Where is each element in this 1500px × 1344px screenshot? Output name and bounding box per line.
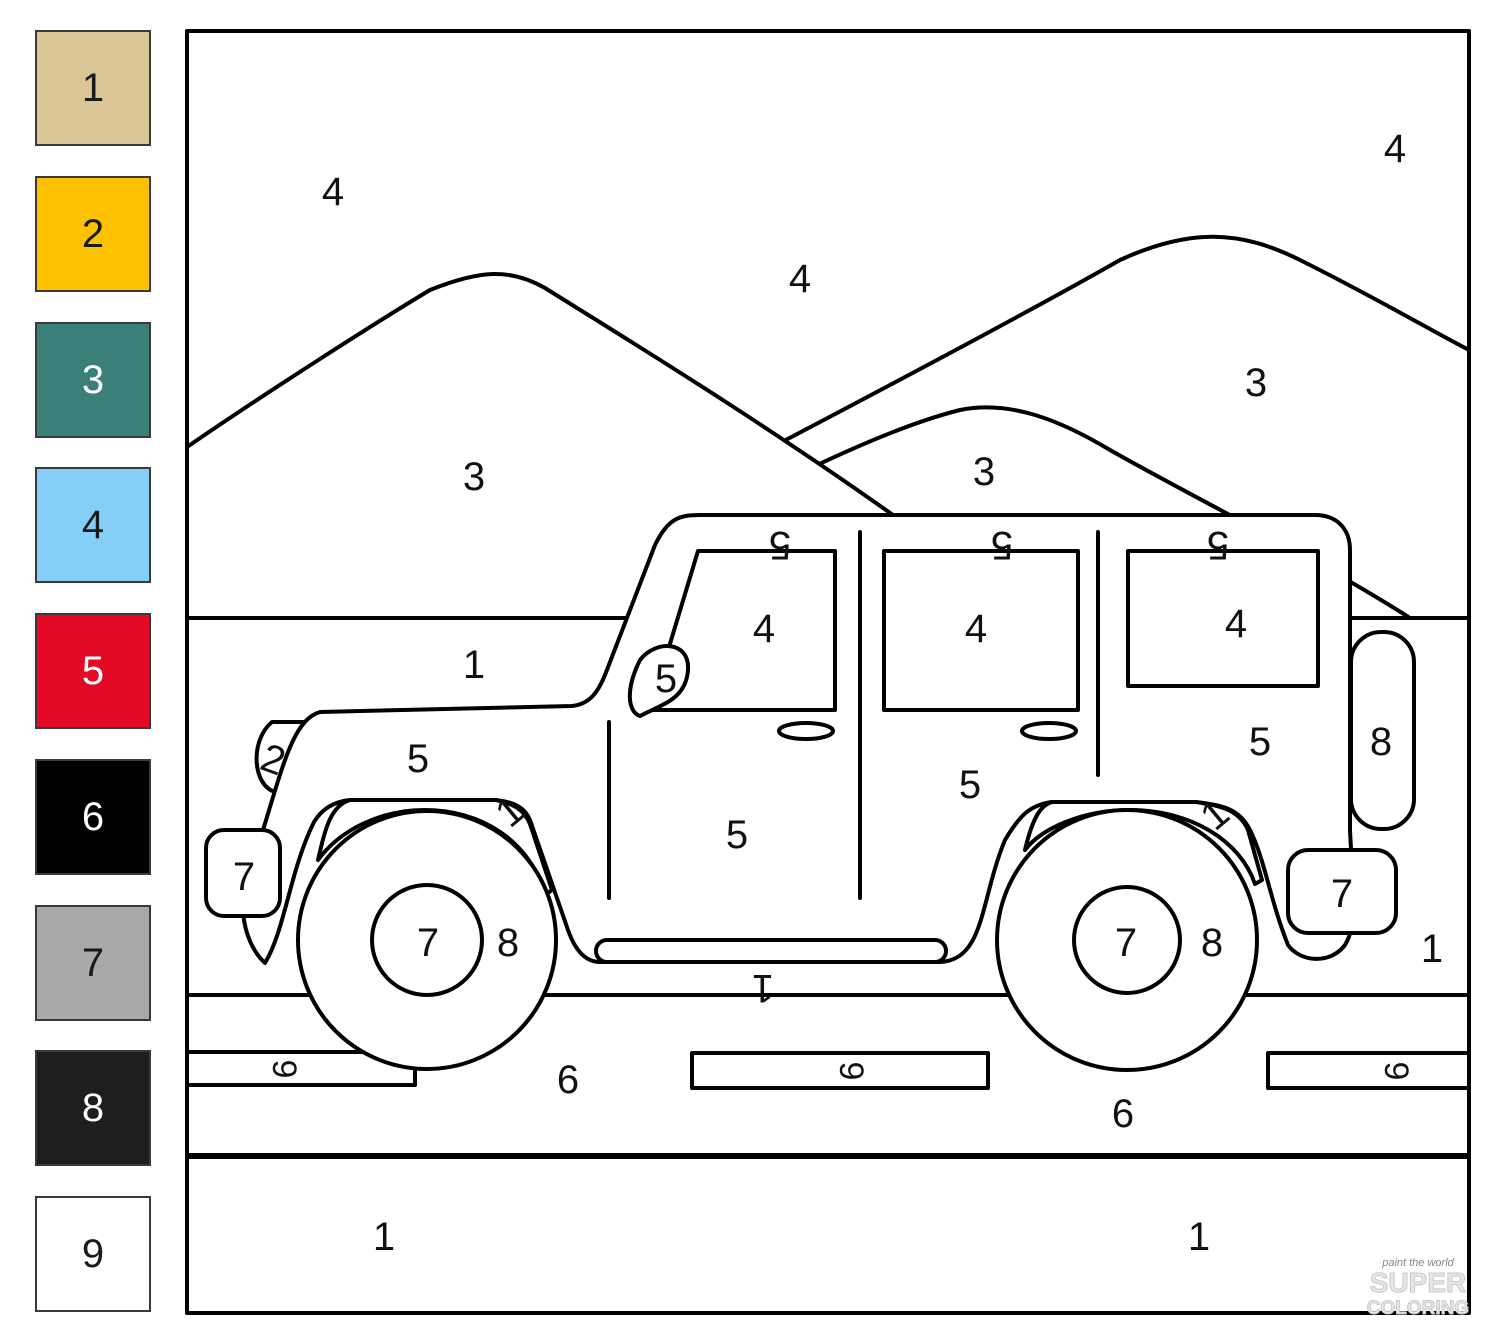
color-swatch-3[interactable]: 3 — [35, 322, 151, 438]
num-rear-tire: 8 — [1201, 921, 1223, 965]
door-handle-rear[interactable] — [1020, 721, 1078, 741]
num-hill-left: 3 — [463, 455, 485, 499]
num-ground-right: 1 — [1421, 927, 1443, 971]
swatch-number: 3 — [81, 357, 105, 402]
num-foreground-right: 1 — [1188, 1215, 1210, 1259]
logo-word-coloring: COLORING — [1367, 1298, 1469, 1319]
num-window-rear: 4 — [1225, 602, 1247, 646]
swatch-number: 8 — [81, 1085, 105, 1130]
num-sky-left: 4 — [322, 170, 344, 214]
front-hub[interactable] — [370, 883, 484, 997]
swatch-number: 1 — [81, 65, 105, 110]
num-hill-right: 3 — [1245, 361, 1267, 405]
num-front-tire: 8 — [497, 921, 519, 965]
swatch-number: 4 — [81, 502, 105, 547]
color-swatch-9[interactable]: 9 — [35, 1196, 151, 1312]
color-swatch-1[interactable]: 1 — [35, 30, 151, 146]
rear-hub[interactable] — [1072, 885, 1182, 995]
swatch-number: 7 — [81, 940, 105, 985]
num-foreground-left: 1 — [373, 1215, 395, 1259]
num-road-left: 6 — [557, 1058, 579, 1102]
num-roof-front: 5 — [769, 523, 791, 567]
rear-bumper[interactable] — [1286, 848, 1398, 935]
num-rear-body: 5 — [1249, 720, 1271, 764]
color-swatch-6[interactable]: 6 — [35, 759, 151, 875]
window-rear[interactable] — [1126, 549, 1320, 688]
num-stripe-right: 9 — [1377, 1062, 1415, 1081]
num-sky-right: 4 — [1384, 127, 1406, 171]
num-roof-rear: 5 — [1207, 523, 1229, 567]
color-swatch-7[interactable]: 7 — [35, 905, 151, 1021]
num-road-right: 6 — [1112, 1092, 1134, 1136]
swatch-number: 9 — [81, 1231, 105, 1276]
super-coloring-logo: paint the world SUPER COLORING — [1366, 1257, 1469, 1320]
num-rear-hub: 7 — [1115, 921, 1137, 965]
swatch-number: 6 — [81, 794, 105, 839]
num-front-door: 5 — [726, 813, 748, 857]
num-spare-tire: 8 — [1370, 720, 1392, 764]
road-stripe-middle[interactable] — [690, 1051, 990, 1090]
color-swatch-5[interactable]: 5 — [35, 613, 151, 729]
num-rear-bumper: 7 — [1331, 872, 1353, 916]
logo-word-super: SUPER — [1370, 1267, 1466, 1298]
road-stripe-right[interactable] — [1266, 1051, 1471, 1090]
swatch-number: 5 — [81, 648, 105, 693]
color-swatch-8[interactable]: 8 — [35, 1050, 151, 1166]
num-window-front: 4 — [753, 607, 775, 651]
window-middle[interactable] — [882, 549, 1080, 712]
num-hill-mid: 3 — [973, 450, 995, 494]
front-bumper[interactable] — [204, 828, 282, 918]
picture-frame — [185, 29, 1471, 1315]
logo-tagline: paint the world — [1381, 1257, 1454, 1269]
color-swatch-4[interactable]: 4 — [35, 467, 151, 583]
num-rear-door: 5 — [959, 763, 981, 807]
num-mirror: 5 — [655, 657, 677, 701]
num-stripe-middle: 9 — [832, 1062, 870, 1081]
color-key-palette: 1 2 3 4 5 6 7 8 9 — [0, 0, 170, 1344]
num-roof-mid: 5 — [991, 523, 1013, 567]
num-window-middle: 4 — [965, 607, 987, 651]
num-front-hub: 7 — [417, 921, 439, 965]
num-stripe-left: 9 — [265, 1060, 303, 1079]
num-side-step: 1 — [752, 966, 774, 1010]
door-handle-front[interactable] — [777, 721, 835, 741]
num-ground-far: 1 — [463, 643, 485, 687]
num-front-bumper: 7 — [233, 855, 255, 899]
color-swatch-2[interactable]: 2 — [35, 176, 151, 292]
num-sky-mid: 4 — [789, 257, 811, 301]
side-mirror[interactable] — [627, 644, 691, 718]
swatch-number: 2 — [81, 211, 105, 256]
num-hood: 5 — [407, 737, 429, 781]
side-step[interactable] — [594, 938, 948, 964]
